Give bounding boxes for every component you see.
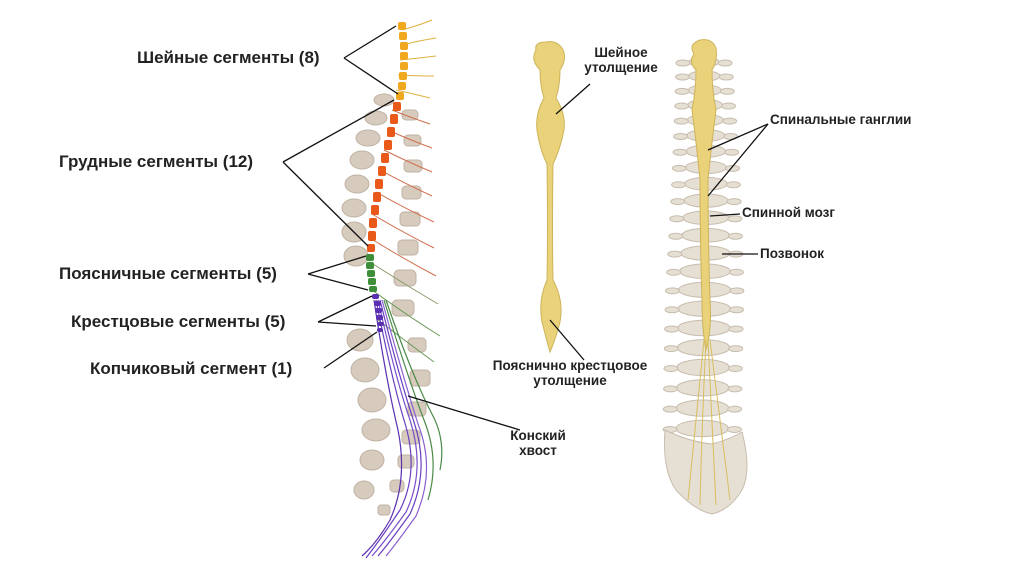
- label-cervical-segments: Шейные сегменты (8): [137, 48, 320, 67]
- transverse-process-shape: [662, 405, 678, 413]
- label-thoracic-segments: Грудные сегменты (12): [59, 152, 254, 171]
- label-cervical-enlargement-line1: Шейное: [594, 45, 648, 60]
- label-lumbosacral-enlargement: Пояснично крестцовое утолщение: [468, 358, 672, 388]
- transverse-process-shape: [663, 385, 679, 393]
- transverse-process-shape: [728, 268, 744, 276]
- transverse-process-shape: [675, 59, 691, 67]
- label-cervical-enlargement-line2: утолщение: [584, 60, 658, 75]
- transverse-process-shape: [674, 102, 690, 110]
- transverse-process-shape: [729, 287, 745, 295]
- transverse-process-shape: [672, 148, 688, 156]
- transverse-process-shape: [727, 385, 743, 393]
- isolated-spinal-cord: [533, 41, 591, 361]
- transverse-process-shape: [726, 425, 742, 433]
- transverse-process-shape: [727, 215, 743, 223]
- label-vertebra: Позвонок: [760, 246, 825, 261]
- transverse-process-shape: [673, 117, 689, 125]
- transverse-process-shape: [664, 306, 680, 314]
- label-spinal-cord: Спинной мозг: [742, 205, 836, 220]
- label-lumbosacral-line1: Пояснично крестцовое: [492, 358, 648, 373]
- transverse-process-shape: [668, 232, 684, 240]
- transverse-process-shape: [725, 181, 741, 189]
- label-coccygeal-segment: Копчиковый сегмент (1): [90, 359, 293, 378]
- label-cauda-equina: Конский хвост: [493, 428, 583, 458]
- transverse-process-shape: [719, 87, 735, 95]
- label-sacral-segments: Крестцовые сегменты (5): [71, 312, 286, 331]
- transverse-process-shape: [669, 215, 685, 223]
- vertebra-shape: [676, 379, 730, 397]
- label-cervical-enlargement: Шейное утолщение: [566, 45, 676, 75]
- label-lumbosacral-line2: утолщение: [533, 373, 607, 388]
- transverse-process-shape: [728, 306, 744, 314]
- label-cauda-line2: хвост: [519, 443, 557, 458]
- transverse-process-shape: [663, 345, 679, 353]
- transverse-process-shape: [666, 268, 682, 276]
- sacral-segments: [372, 294, 384, 326]
- transverse-process-shape: [718, 73, 734, 81]
- transverse-process-shape: [727, 405, 743, 413]
- label-lumbar-segments: Поясничные сегменты (5): [59, 264, 277, 283]
- transverse-process-shape: [724, 148, 740, 156]
- transverse-process-shape: [670, 198, 686, 206]
- transverse-process-shape: [727, 232, 743, 240]
- thoracic-segments: [367, 102, 401, 252]
- transverse-process-shape: [671, 164, 687, 172]
- transverse-process-shape: [675, 73, 691, 81]
- transverse-process-shape: [726, 198, 742, 206]
- transverse-process-shape: [728, 325, 744, 333]
- lumbar-segments: [366, 254, 377, 292]
- lateral-spine: [282, 19, 521, 559]
- transverse-process-shape: [717, 59, 733, 67]
- transverse-process-shape: [722, 117, 738, 125]
- transverse-process-shape: [721, 102, 737, 110]
- transverse-process-shape: [664, 325, 680, 333]
- label-cauda-line1: Конский: [510, 428, 566, 443]
- transverse-process-shape: [664, 287, 680, 295]
- coccygeal-segment: [377, 328, 383, 332]
- cervical-segments: [396, 22, 408, 100]
- transverse-process-shape: [671, 181, 687, 189]
- transverse-process-shape: [728, 345, 744, 353]
- transverse-process-shape: [667, 250, 683, 258]
- vertebra-shape: [676, 358, 730, 377]
- transverse-process-shape: [727, 365, 743, 373]
- transverse-process-shape: [674, 87, 690, 95]
- posterior-spine: [662, 39, 769, 515]
- transverse-process-shape: [673, 133, 689, 140]
- label-spinal-ganglia: Спинальные ганглии: [770, 112, 912, 127]
- transverse-process-shape: [663, 365, 679, 373]
